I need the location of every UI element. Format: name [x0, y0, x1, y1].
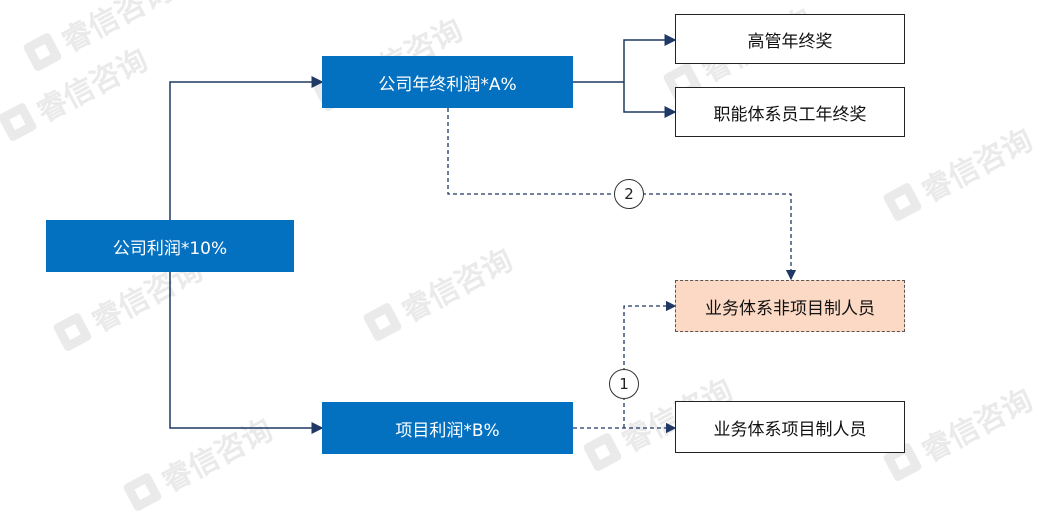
node-year-end-profit: 公司年终利润*A%: [322, 56, 573, 108]
marker-one: 1: [609, 369, 639, 399]
connector-year-end-to-executive: [623, 34, 677, 82]
connector-company-to-project: [169, 272, 324, 434]
connector-company-to-year-end: [169, 76, 324, 220]
connector-dashed-year-end-to-non-project: [447, 108, 797, 281]
node-executive-bonus: 高管年终奖: [675, 14, 905, 64]
node-business-project: 业务体系项目制人员: [675, 401, 905, 453]
node-business-non-project: 业务体系非项目制人员: [675, 280, 905, 332]
connector-layer: [169, 34, 797, 434]
connector-year-end-to-functional: [623, 82, 677, 118]
node-project-profit: 项目利润*B%: [322, 402, 573, 454]
node-functional-bonus: 职能体系员工年终奖: [675, 87, 905, 137]
connector-dashed-project-to-non-project: [623, 300, 677, 428]
marker-two: 2: [614, 179, 644, 209]
node-company-profit: 公司利润*10%: [46, 220, 294, 272]
